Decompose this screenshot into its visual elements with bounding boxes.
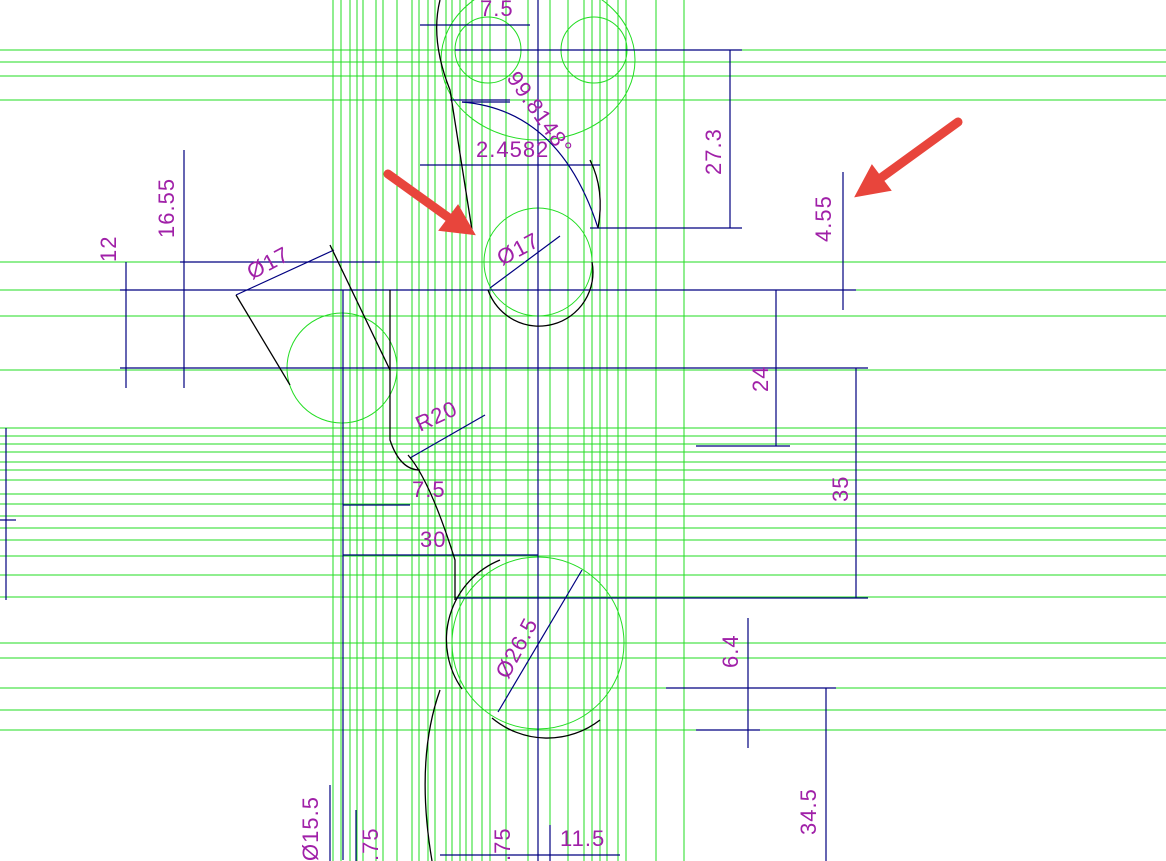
dim-top-7-5[interactable]: 7.5 (480, 0, 514, 21)
red-arrow-icon (854, 117, 963, 198)
dim-34-5[interactable]: 34.5 (796, 788, 821, 835)
dimension-line (497, 569, 583, 713)
dim-dia17-left[interactable]: Ø17 (243, 241, 294, 284)
dim-dia15-5[interactable]: Ø15.5 (298, 796, 323, 861)
dim-24[interactable]: 24 (748, 366, 773, 392)
part-geometry (235, 0, 601, 861)
dimension-line (489, 235, 561, 289)
dim-dia17-center[interactable]: Ø17 (493, 227, 544, 270)
dim-35[interactable]: 35 (828, 476, 853, 502)
dimension-texts: 7.5 99.8148° 2.4582 27.3 4.55 16.55 12 Ø… (96, 0, 853, 861)
dim-mid-7-5[interactable]: 7.5 (412, 477, 446, 502)
dim-16-55[interactable]: 16.55 (154, 178, 179, 238)
dimension-line (409, 414, 486, 459)
dim-11-5[interactable]: 11.5 (560, 826, 605, 851)
dim-dia26-5[interactable]: Ø26.5 (490, 613, 543, 682)
dim-30[interactable]: 30 (420, 527, 446, 552)
red-arrow-icon (383, 169, 476, 236)
dimension-lines (0, 0, 868, 861)
angle-dimension-arc (461, 101, 599, 229)
dim-75-right[interactable]: .75 (490, 827, 515, 861)
dimension-line (235, 249, 335, 296)
dim-4-55[interactable]: 4.55 (811, 195, 836, 242)
dim-27-3[interactable]: 27.3 (701, 128, 726, 175)
annotation-arrows (383, 117, 963, 236)
dim-75-left[interactable]: .75 (358, 827, 383, 861)
dim-12[interactable]: 12 (96, 236, 121, 262)
dim-2-4582[interactable]: 2.4582 (476, 137, 549, 162)
construction-circles (286, 0, 636, 730)
dim-6-4[interactable]: 6.4 (718, 634, 743, 668)
